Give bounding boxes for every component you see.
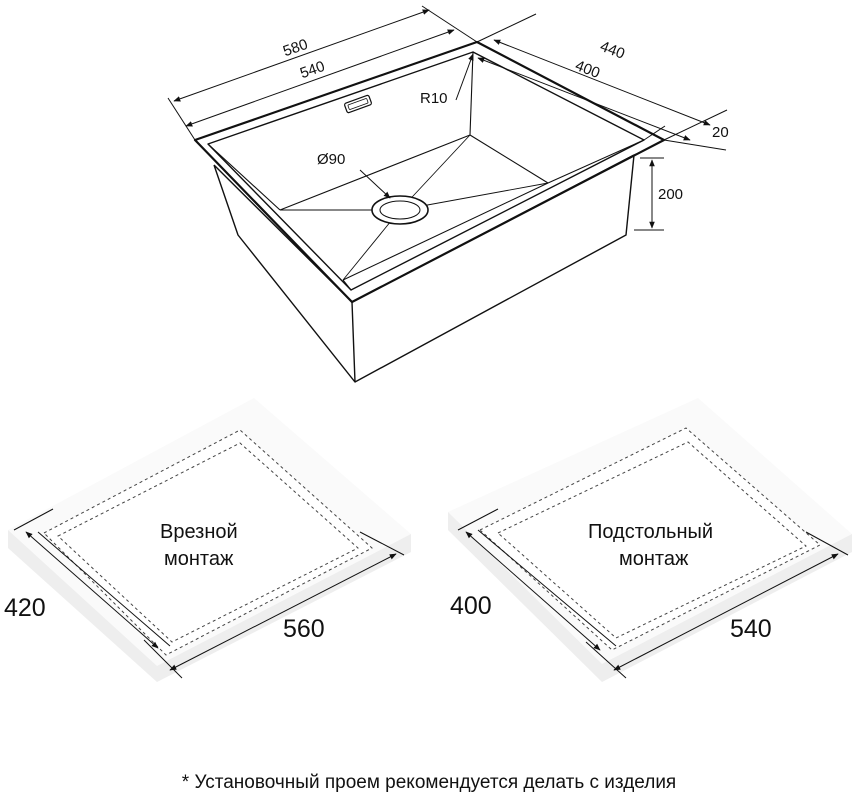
cutout-left-dim-width: 420 — [4, 594, 46, 622]
sink-dimensions — [167, 5, 728, 231]
dim-outer-width: 440 — [598, 38, 627, 63]
dim-drain: Ø90 — [317, 151, 345, 168]
cutout-left-label-line1: Врезной — [160, 521, 238, 543]
cutout-right-dim-width: 400 — [450, 592, 492, 620]
dim-inner-width: 400 — [573, 57, 602, 82]
cutout-left-label-line2: монтаж — [164, 548, 234, 570]
dim-outer-length: 580 — [281, 36, 310, 60]
dim-depth: 200 — [658, 186, 683, 203]
sink-drain — [371, 195, 429, 225]
dim-flange: 20 — [712, 124, 729, 141]
cutout-right-dim-length: 540 — [730, 615, 772, 643]
footnote: * Установочный проем рекомендуется делат… — [182, 772, 676, 793]
sink-body-sides — [213, 154, 635, 383]
overflow-badge — [344, 94, 372, 114]
cutout-right-labels: Подстольный монтаж 400 540 — [450, 521, 772, 643]
dim-radius: R10 — [420, 90, 448, 107]
cutout-right-dimensions — [457, 508, 849, 679]
cutout-left-labels: Врезной монтаж 420 560 — [4, 521, 325, 643]
sink-dimension-labels: 580 540 440 400 20 200 R10 Ø90 — [281, 36, 729, 203]
sink-rim-inner — [207, 51, 645, 291]
sink-drain-lines — [280, 134, 549, 281]
cutout-right-label-line1: Подстольный — [588, 521, 713, 543]
cutout-right-label-line2: монтаж — [619, 548, 689, 570]
cutout-left-dimensions — [13, 508, 405, 679]
cutout-left-dim-length: 560 — [283, 615, 325, 643]
sink-bowl — [207, 51, 645, 291]
dim-inner-length: 540 — [298, 58, 327, 82]
